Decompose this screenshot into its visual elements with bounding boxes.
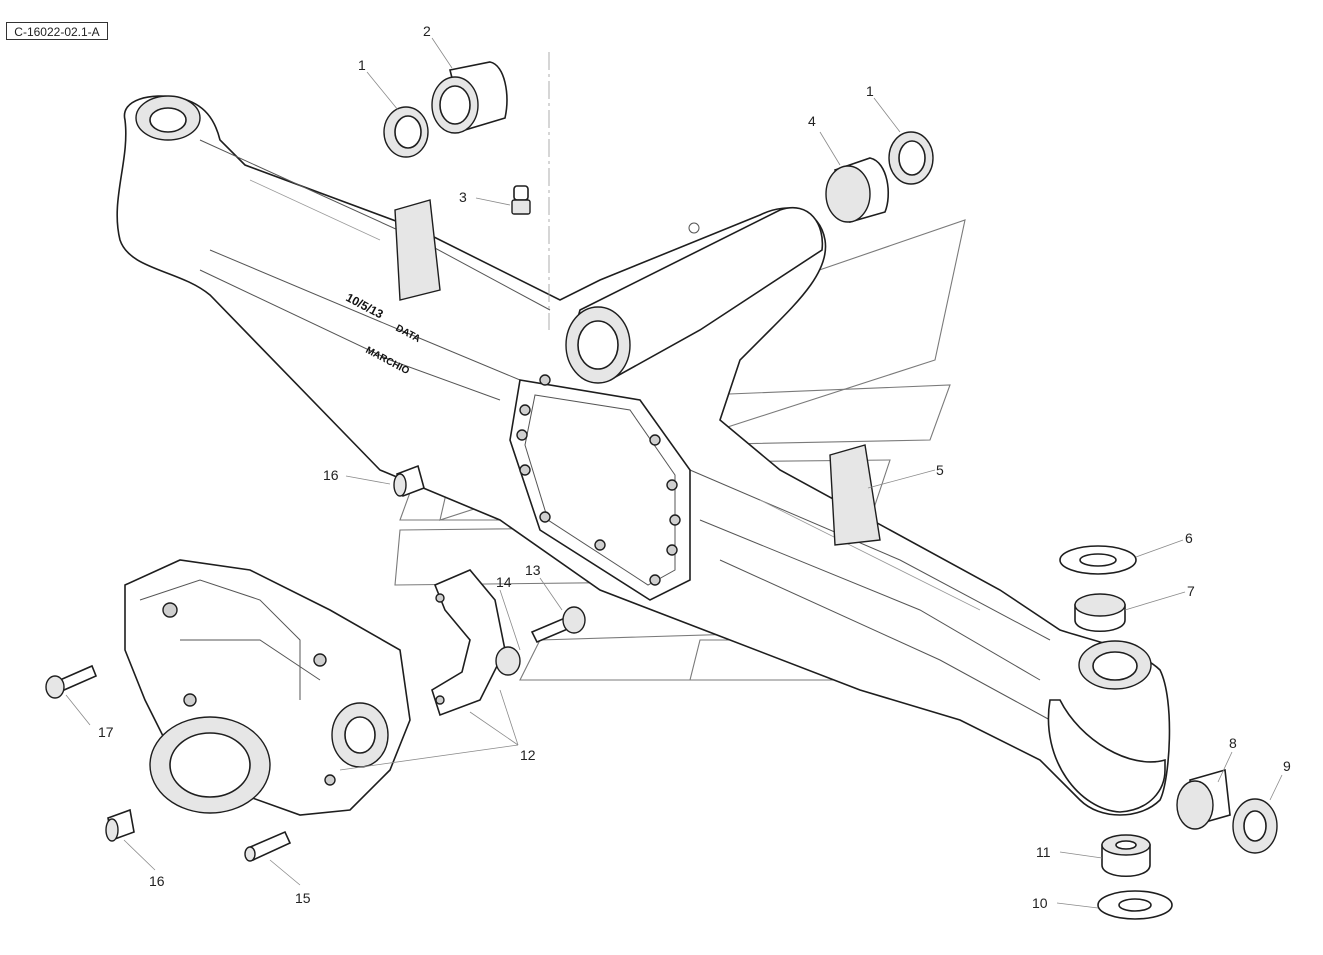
- callout-10: 10: [1032, 895, 1048, 911]
- callout-1-right: 1: [866, 83, 874, 99]
- bushing-part-4: [825, 157, 890, 223]
- callout-16-lower: 16: [149, 873, 165, 889]
- knuckle-housing: [124, 559, 411, 816]
- callout-16-upper: 16: [323, 467, 339, 483]
- bolt-part-17: [45, 664, 98, 699]
- callout-7: 7: [1187, 583, 1195, 599]
- callout-9: 9: [1283, 758, 1291, 774]
- callout-13: 13: [525, 562, 541, 578]
- callout-6: 6: [1185, 530, 1193, 546]
- bushing-part-7: [1074, 593, 1126, 632]
- bushing-part-11: [1101, 834, 1151, 877]
- callout-numbers: 1 2 1 4 3 5 16 6 7 14 13 17 12 8 9 11 16…: [98, 23, 1291, 911]
- bushing-part-8: [1176, 768, 1231, 830]
- pin-part-15: [244, 830, 292, 862]
- plug-part-16-lower: [105, 808, 135, 842]
- grease-nipple-part-3: [511, 185, 531, 215]
- washer-part-10: [1097, 890, 1173, 920]
- callout-1-left: 1: [358, 57, 366, 73]
- callout-15: 15: [295, 890, 311, 906]
- axle-beam: 10/5/13 DATA MARCHIO: [116, 95, 1171, 816]
- callout-4: 4: [808, 113, 816, 129]
- bushing-part-1-right: [888, 131, 934, 185]
- plug-part-16-upper: [393, 464, 425, 498]
- callout-3: 3: [459, 189, 467, 205]
- bushing-part-2: [431, 61, 508, 134]
- callout-12: 12: [520, 747, 536, 763]
- callout-14: 14: [496, 574, 512, 590]
- callout-11: 11: [1036, 844, 1051, 860]
- callout-5: 5: [936, 462, 944, 478]
- bolt-part-13: [530, 606, 586, 644]
- callout-2: 2: [423, 23, 431, 39]
- callout-8: 8: [1229, 735, 1237, 751]
- bracket-part-14: [431, 569, 521, 717]
- callout-17: 17: [98, 724, 114, 740]
- bushing-part-1-left: [383, 106, 429, 158]
- seal-part-9: [1232, 798, 1278, 854]
- washer-part-6: [1059, 545, 1137, 575]
- figure-reference-label: C-16022-02.1-A: [6, 22, 108, 40]
- leader-lines: [65, 37, 1283, 909]
